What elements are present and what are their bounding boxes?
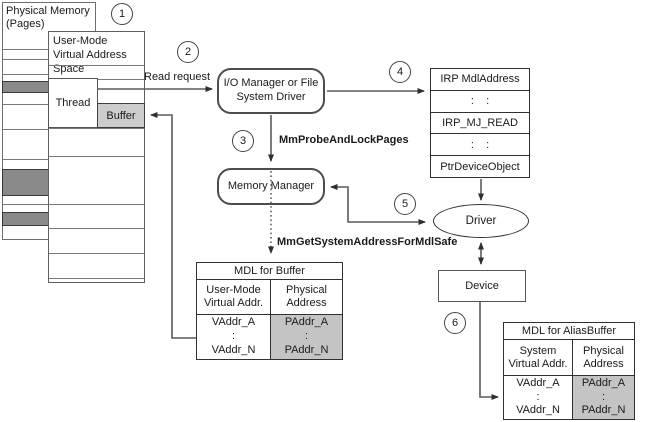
irp-row-mdladdress: IRP MdlAddress: [431, 69, 529, 91]
memory-manager-label: Memory Manager: [227, 179, 315, 192]
device-box: Device: [438, 270, 526, 302]
step-circle-4: 4: [389, 61, 411, 83]
buffer-label: Buffer: [106, 109, 136, 122]
io-manager-label: I/O Manager or File System Driver: [223, 77, 319, 103]
page-row-shaded: [2, 169, 49, 196]
step-circle-1: 1: [111, 3, 133, 25]
vaddr-last: VAddr_N: [516, 404, 560, 417]
thread-box: Thread: [48, 78, 98, 128]
mdl-buffer-col-physical: Physical Address: [271, 280, 342, 315]
buffer-box: Buffer: [97, 103, 145, 128]
mdl-alias-col-physical: Physical Address: [573, 340, 634, 376]
irp-row-ptrdeviceobject: PtrDeviceObject: [440, 160, 520, 173]
mdl-buffer-col-virtual: User-Mode Virtual Addr.: [197, 280, 271, 315]
device-to-aliasmdl-arrow: [479, 302, 499, 400]
vas-row-line: [49, 128, 144, 129]
mdl-buffer-title: MDL for Buffer: [197, 263, 342, 280]
driver-ellipse: Driver: [433, 204, 529, 238]
mmprobeandlockpages-label: MmProbeAndLockPages: [279, 134, 409, 146]
user-mode-vas-title: User-Mode Virtual Address Space: [53, 35, 127, 75]
mdl-buffer-table: MDL for Buffer User-Mode Virtual Addr. P…: [196, 262, 343, 360]
mmgetsystemaddressformdlsafe-label: MmGetSystemAddressForMdlSafe: [277, 236, 458, 248]
irp-structure-table: IRP MdlAddress : : IRP_MJ_READ : : PtrDe…: [430, 68, 530, 178]
paddr-last: PAddr_N: [284, 343, 329, 356]
vas-row-line: [49, 156, 144, 157]
vaddr-last: VAddr_N: [211, 343, 256, 356]
page-row-shaded: [2, 81, 49, 93]
page-row-line: [3, 59, 49, 60]
mdl-aliasbuffer-table: MDL for AliasBuffer System Virtual Addr.…: [503, 322, 635, 420]
paddr-dots: :: [304, 330, 309, 343]
device-label: Device: [465, 280, 499, 292]
mdl-to-buffer-arrow: [150, 112, 196, 339]
step-circle-5: 5: [394, 193, 416, 215]
paddr-first: PAddr_A: [581, 376, 626, 389]
vaddr-dots: :: [231, 330, 236, 343]
mdl-alias-title: MDL for AliasBuffer: [504, 323, 634, 340]
vas-row-line: [49, 253, 144, 254]
paddr-dots: :: [601, 390, 606, 403]
user-mode-vas-box: User-Mode Virtual Address Space Thread B…: [48, 31, 145, 283]
page-row-line: [3, 49, 49, 50]
thread-label: Thread: [55, 97, 91, 109]
mdl-alias-vaddr-cell: VAddr_A : VAddr_N: [504, 376, 573, 419]
mdl-alias-paddr-cell: PAddr_A : PAddr_N: [573, 376, 634, 419]
page-row-line: [3, 129, 49, 130]
page-row-line: [3, 74, 49, 75]
page-row-line: [3, 204, 49, 205]
paddr-first: PAddr_A: [284, 316, 329, 329]
vas-row-line: [49, 228, 144, 229]
driver-label: Driver: [465, 215, 497, 227]
irp-row-dots: : :: [431, 134, 529, 157]
mdl-alias-col-virtual: System Virtual Addr.: [504, 340, 573, 376]
page-row-line: [3, 159, 49, 160]
vas-row-line: [49, 204, 144, 205]
mdl-buffer-paddr-cell: PAddr_A : PAddr_N: [271, 315, 342, 359]
page-row-line: [3, 104, 49, 105]
step-circle-3: 3: [232, 130, 254, 152]
paddr-last: PAddr_N: [581, 404, 626, 417]
vaddr-dots: :: [536, 390, 540, 403]
irp-row-dots: : :: [431, 91, 529, 113]
step-circle-6: 6: [444, 312, 466, 334]
io-manager-box: I/O Manager or File System Driver: [217, 68, 325, 114]
vaddr-first: VAddr_A: [516, 376, 560, 389]
vas-row-line: [49, 65, 144, 66]
step-circle-2: 2: [177, 41, 199, 63]
memory-manager-box: Memory Manager: [217, 168, 325, 205]
physical-memory-title: Physical Memory (Pages): [6, 5, 90, 31]
page-row-shaded: [2, 212, 49, 226]
vas-row-line: [49, 278, 144, 279]
vaddr-first: VAddr_A: [211, 316, 256, 329]
read-request-label: Read request: [144, 71, 211, 83]
mdl-buffer-vaddr-cell: VAddr_A : VAddr_N: [197, 315, 271, 359]
irp-row-mj-read: IRP_MJ_READ: [431, 113, 529, 135]
